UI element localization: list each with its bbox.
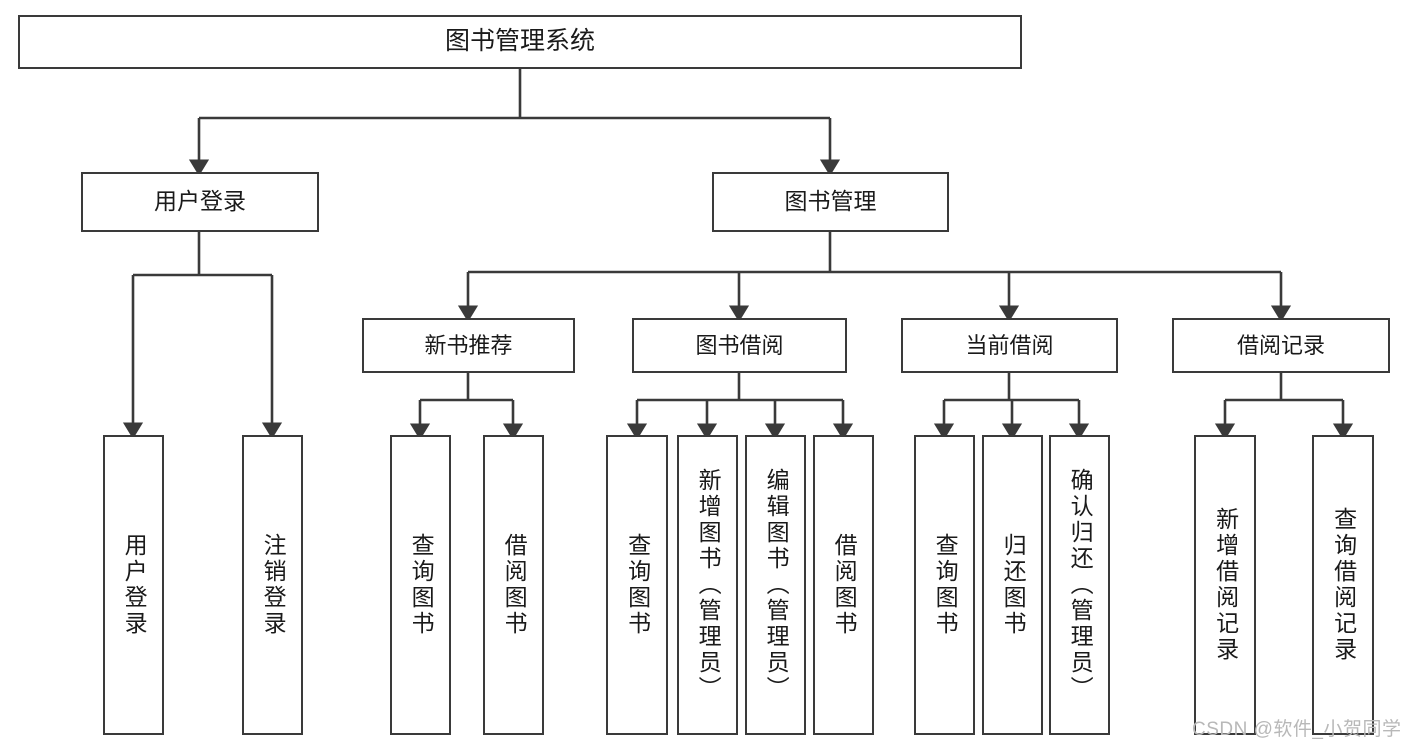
node-current-borrow[interactable]: 当前借阅	[901, 318, 1118, 373]
node-book-manage[interactable]: 图书管理	[712, 172, 949, 232]
node-current-borrow-label: 当前借阅	[965, 332, 1054, 358]
node-leaf-return-book[interactable]: 归还图书	[982, 435, 1043, 735]
node-leaf-edit-book-admin-label: 编辑图书（管理员）	[763, 468, 790, 702]
node-leaf-borrow-book-1-label: 借阅图书	[501, 533, 528, 637]
node-leaf-add-borrow-record[interactable]: 新增借阅记录	[1194, 435, 1256, 735]
node-user-login-label: 用户登录	[154, 188, 246, 215]
node-leaf-user-logout-label: 注销登录	[260, 533, 287, 637]
node-leaf-borrow-book-1[interactable]: 借阅图书	[483, 435, 544, 735]
node-leaf-add-book-admin[interactable]: 新增图书（管理员）	[677, 435, 738, 735]
node-leaf-query-borrow-record[interactable]: 查询借阅记录	[1312, 435, 1374, 735]
node-book-borrow[interactable]: 图书借阅	[632, 318, 847, 373]
node-leaf-query-book-1-label: 查询图书	[408, 533, 435, 637]
node-borrow-record-label: 借阅记录	[1236, 332, 1325, 358]
node-leaf-confirm-return-admin-label: 确认归还（管理员）	[1067, 468, 1094, 702]
node-borrow-record[interactable]: 借阅记录	[1172, 318, 1390, 373]
node-leaf-query-book-1[interactable]: 查询图书	[390, 435, 451, 735]
node-leaf-query-book-2[interactable]: 查询图书	[606, 435, 668, 735]
csdn-watermark: CSDN @软件_小贺同学	[1192, 719, 1402, 740]
node-new-book-rec[interactable]: 新书推荐	[362, 318, 575, 373]
node-leaf-borrow-book-2-label: 借阅图书	[831, 533, 858, 637]
node-leaf-query-borrow-record-label: 查询借阅记录	[1330, 507, 1357, 663]
node-book-manage-label: 图书管理	[784, 188, 877, 215]
node-user-login[interactable]: 用户登录	[81, 172, 319, 232]
node-leaf-add-borrow-record-label: 新增借阅记录	[1212, 507, 1239, 663]
node-leaf-borrow-book-2[interactable]: 借阅图书	[813, 435, 874, 735]
node-leaf-return-book-label: 归还图书	[1000, 533, 1027, 637]
node-leaf-query-book-3[interactable]: 查询图书	[914, 435, 975, 735]
node-leaf-query-book-3-label: 查询图书	[932, 533, 959, 637]
node-new-book-rec-label: 新书推荐	[424, 332, 513, 358]
node-root-label: 图书管理系统	[444, 27, 595, 56]
node-leaf-confirm-return-admin[interactable]: 确认归还（管理员）	[1049, 435, 1110, 735]
node-book-borrow-label: 图书借阅	[695, 332, 784, 358]
node-leaf-user-login[interactable]: 用户登录	[103, 435, 164, 735]
node-leaf-query-book-2-label: 查询图书	[624, 533, 651, 637]
node-leaf-edit-book-admin[interactable]: 编辑图书（管理员）	[745, 435, 806, 735]
node-leaf-user-login-label: 用户登录	[121, 533, 148, 637]
node-leaf-add-book-admin-label: 新增图书（管理员）	[695, 468, 722, 702]
node-root[interactable]: 图书管理系统	[18, 15, 1022, 69]
node-leaf-user-logout[interactable]: 注销登录	[242, 435, 303, 735]
